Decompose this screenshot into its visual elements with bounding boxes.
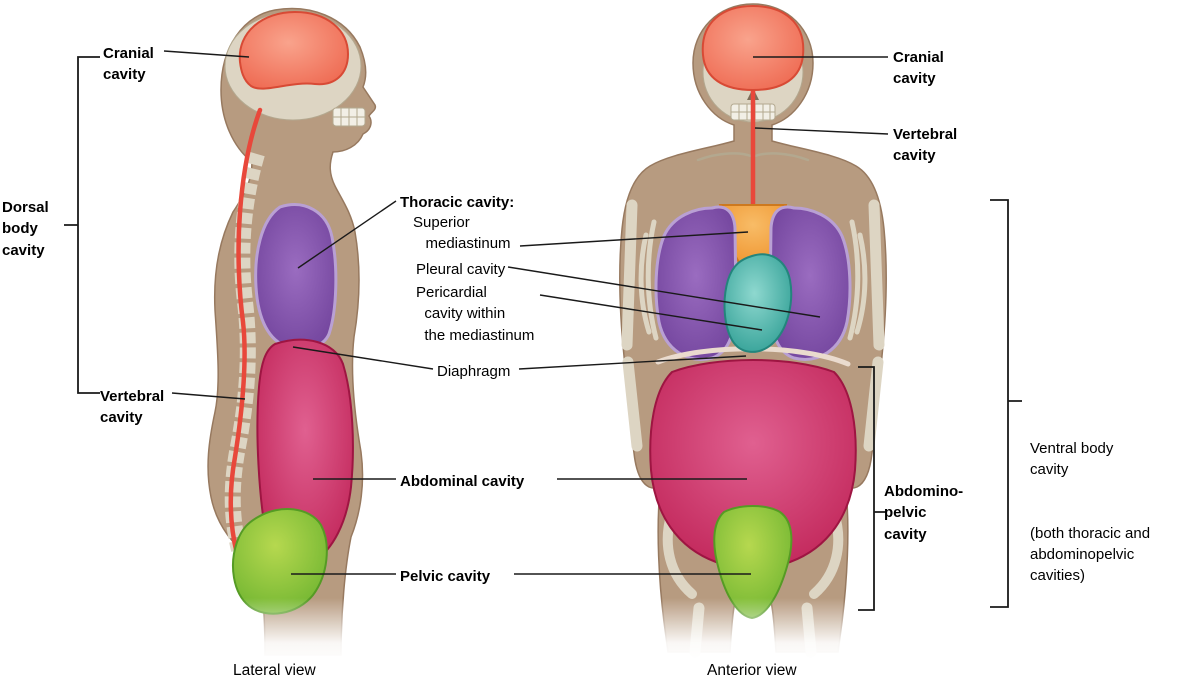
figure-lateral-view (207, 7, 377, 656)
lateral-figure-fade (150, 598, 420, 662)
label-vertebral-cavity-anterior: Vertebral cavity (893, 126, 958, 165)
ventral-body-cavity-title: Ventral body cavity (1030, 439, 1114, 478)
label-abdominopelvic-cavity: Abdomino- pelvic cavity (884, 483, 964, 543)
pleural-cavity-left-lung-shape (654, 205, 738, 361)
anterior-figure-fade (575, 598, 935, 662)
bracket-ventral-body-cavity (990, 199, 1022, 608)
figure-anterior-view (619, 3, 887, 658)
caption-lateral-view: Lateral view (233, 662, 316, 679)
abdominal-cavity-shape-anterior (649, 359, 857, 569)
teeth-lateral-grid (333, 108, 365, 126)
rib-bones-right (847, 219, 868, 341)
label-pleural-cavity: Pleural cavity (416, 261, 506, 278)
label-cranial-cavity-anterior: Cranial cavity (893, 49, 944, 88)
label-abdominal-cavity: Abdominal cavity (400, 473, 525, 490)
thoracic-cavity-shape-lateral (254, 203, 338, 351)
label-vertebral-cavity-lateral: Vertebral cavity (100, 388, 165, 427)
label-cranial-cavity-lateral: Cranial cavity (103, 45, 154, 84)
vertebral-cavity-line-lateral (228, 107, 263, 557)
caption-anterior-view: Anterior view (707, 662, 797, 679)
teeth-lateral (332, 107, 366, 127)
label-pericardial-cavity: Pericardial cavity within the mediastinu… (416, 284, 535, 344)
label-superior-mediastinum: Superior mediastinum (413, 214, 511, 253)
bracket-dorsal-body-cavity (64, 56, 100, 394)
label-diaphragm: Diaphragm (437, 363, 511, 380)
cranial-cavity-shape-lateral (238, 10, 350, 90)
cranial-cavity-shape-anterior (701, 4, 805, 92)
label-ventral-body-cavity: Ventral body cavity (both thoracic and a… (1030, 395, 1150, 629)
ventral-body-cavity-note: (both thoracic and abdominopelvic caviti… (1030, 524, 1151, 585)
label-pelvic-cavity: Pelvic cavity (400, 568, 491, 585)
label-dorsal-body-cavity: Dorsal body cavity (2, 199, 49, 259)
label-thoracic-cavity: Thoracic cavity: (400, 194, 515, 211)
clavicle-bones (696, 152, 810, 162)
